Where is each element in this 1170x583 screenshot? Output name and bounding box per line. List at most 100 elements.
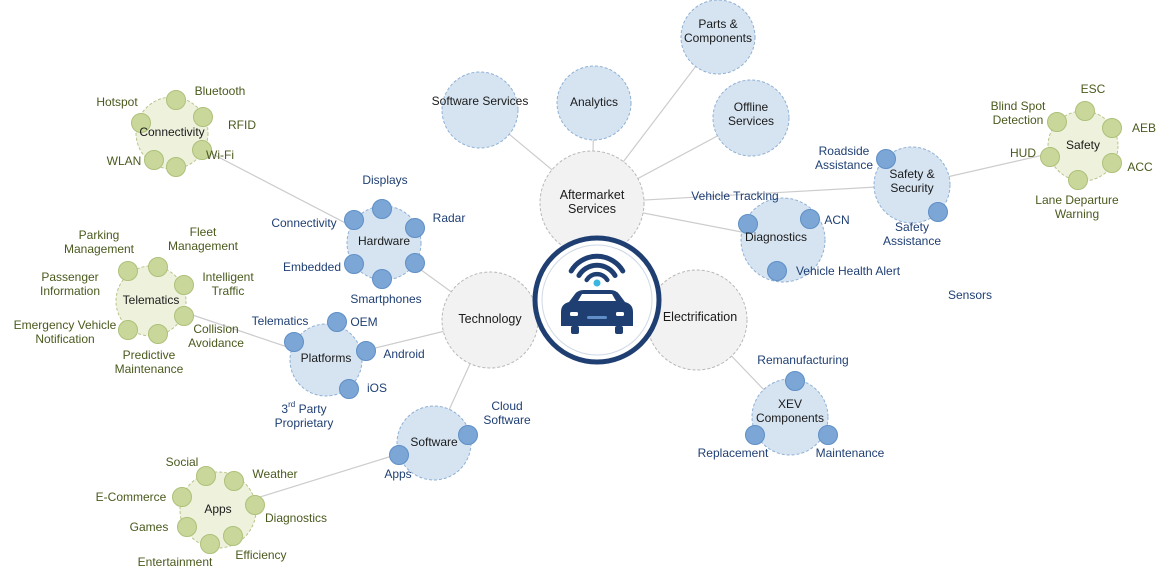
label-hw-connectivity: Connectivity [271, 216, 336, 230]
satellite-dot-green [144, 150, 164, 170]
satellite-dot-green [1068, 170, 1088, 190]
label-pl-telematics: Telematics [252, 314, 309, 328]
bubble-offline_services [712, 79, 790, 157]
label-embedded: Embedded [283, 260, 341, 274]
label-hud: HUD [1010, 146, 1036, 160]
bubble-telematics [115, 265, 187, 337]
label-platforms: Platforms [301, 351, 352, 365]
satellite-dot-green [1075, 101, 1095, 121]
satellite-dot-blue [339, 379, 359, 399]
label-ecommerce: E-Commerce [96, 490, 167, 504]
label-android: Android [383, 347, 424, 361]
label-displays: Displays [362, 173, 407, 187]
label-telematics: Telematics [123, 293, 180, 307]
label-software: Software [410, 435, 458, 449]
label-acc: ACC [1127, 160, 1153, 174]
label-connectivity: Connectivity [139, 125, 204, 139]
satellite-dot-blue [876, 149, 896, 169]
label-replacement: Replacement [698, 446, 769, 460]
label-bluetooth: Bluetooth [195, 84, 246, 98]
bubble-software_services [441, 71, 519, 149]
car-headlight [570, 312, 578, 316]
satellite-dot-green [193, 107, 213, 127]
label-esc: ESC [1081, 82, 1106, 96]
satellite-dot-blue [928, 202, 948, 222]
satellite-dot-green [174, 275, 194, 295]
satellite-dot-green [1047, 112, 1067, 132]
satellite-dot-green [174, 306, 194, 326]
label-apps: Apps [204, 502, 231, 516]
satellite-dot-blue [344, 254, 364, 274]
label-parts-components: Parts &Components [684, 17, 752, 45]
label-hotspot: Hotspot [96, 95, 138, 109]
satellite-dot-green [223, 526, 243, 546]
satellite-dot-green [196, 466, 216, 486]
center-inner-ring [541, 244, 653, 356]
connector-aftermarket-safety_security [591, 184, 913, 204]
label-weather: Weather [252, 467, 297, 481]
label-app-diagnostics: Diagnostics [265, 511, 327, 525]
satellite-dot-blue [818, 425, 838, 445]
label-software-services: Software Services [432, 94, 529, 108]
satellite-dot-blue [738, 214, 758, 234]
car-wheel [571, 326, 579, 334]
car-headlight [616, 312, 624, 316]
connected-car-wifi-icon [532, 235, 662, 365]
bubble-safety [1047, 110, 1119, 182]
node-shapes [115, 0, 1122, 554]
label-aeb: AEB [1132, 121, 1156, 135]
satellite-dot-green [118, 261, 138, 281]
satellite-dot-blue [800, 209, 820, 229]
label-acn: ACN [824, 213, 849, 227]
label-analytics: Analytics [570, 95, 618, 109]
label-radar: Radar [433, 211, 466, 225]
label-wifi: Wi-Fi [206, 148, 234, 162]
satellite-dot-green [245, 495, 265, 515]
satellite-dot-green [192, 140, 212, 160]
wifi-dot [593, 279, 601, 287]
label-sw-apps: Apps [384, 467, 411, 481]
label-safety-security: Safety &Security [889, 167, 934, 195]
satellite-dot-blue [405, 218, 425, 238]
bubble-analytics [556, 65, 632, 141]
car-windshield [578, 294, 616, 301]
satellite-dot-green [166, 157, 186, 177]
satellite-dot-green [177, 517, 197, 537]
label-efficiency: Efficiency [235, 548, 286, 562]
satellite-dot-blue [372, 199, 392, 219]
label-wlan: WLAN [107, 154, 142, 168]
satellite-dot-blue [458, 425, 478, 445]
bubble-xev [751, 378, 829, 456]
satellite-dot-green [148, 257, 168, 277]
satellite-dot-blue [405, 253, 425, 273]
satellite-dot-blue [767, 261, 787, 281]
satellite-dot-blue [344, 210, 364, 230]
label-vehicle-health: Vehicle Health Alert [796, 264, 901, 278]
satellite-dot-green [200, 534, 220, 554]
satellite-dot-green [1102, 118, 1122, 138]
satellite-dot-green [1102, 153, 1122, 173]
car-wheel [615, 326, 623, 334]
label-smartphones: Smartphones [350, 292, 421, 306]
satellite-dot-blue [745, 425, 765, 445]
wifi-arc [568, 253, 626, 274]
car-body [561, 290, 633, 326]
label-vehicle-tracking: Vehicle Tracking [691, 189, 778, 203]
satellite-dot-green [148, 324, 168, 344]
satellite-dot-blue [389, 445, 409, 465]
satellite-dot-blue [284, 332, 304, 352]
